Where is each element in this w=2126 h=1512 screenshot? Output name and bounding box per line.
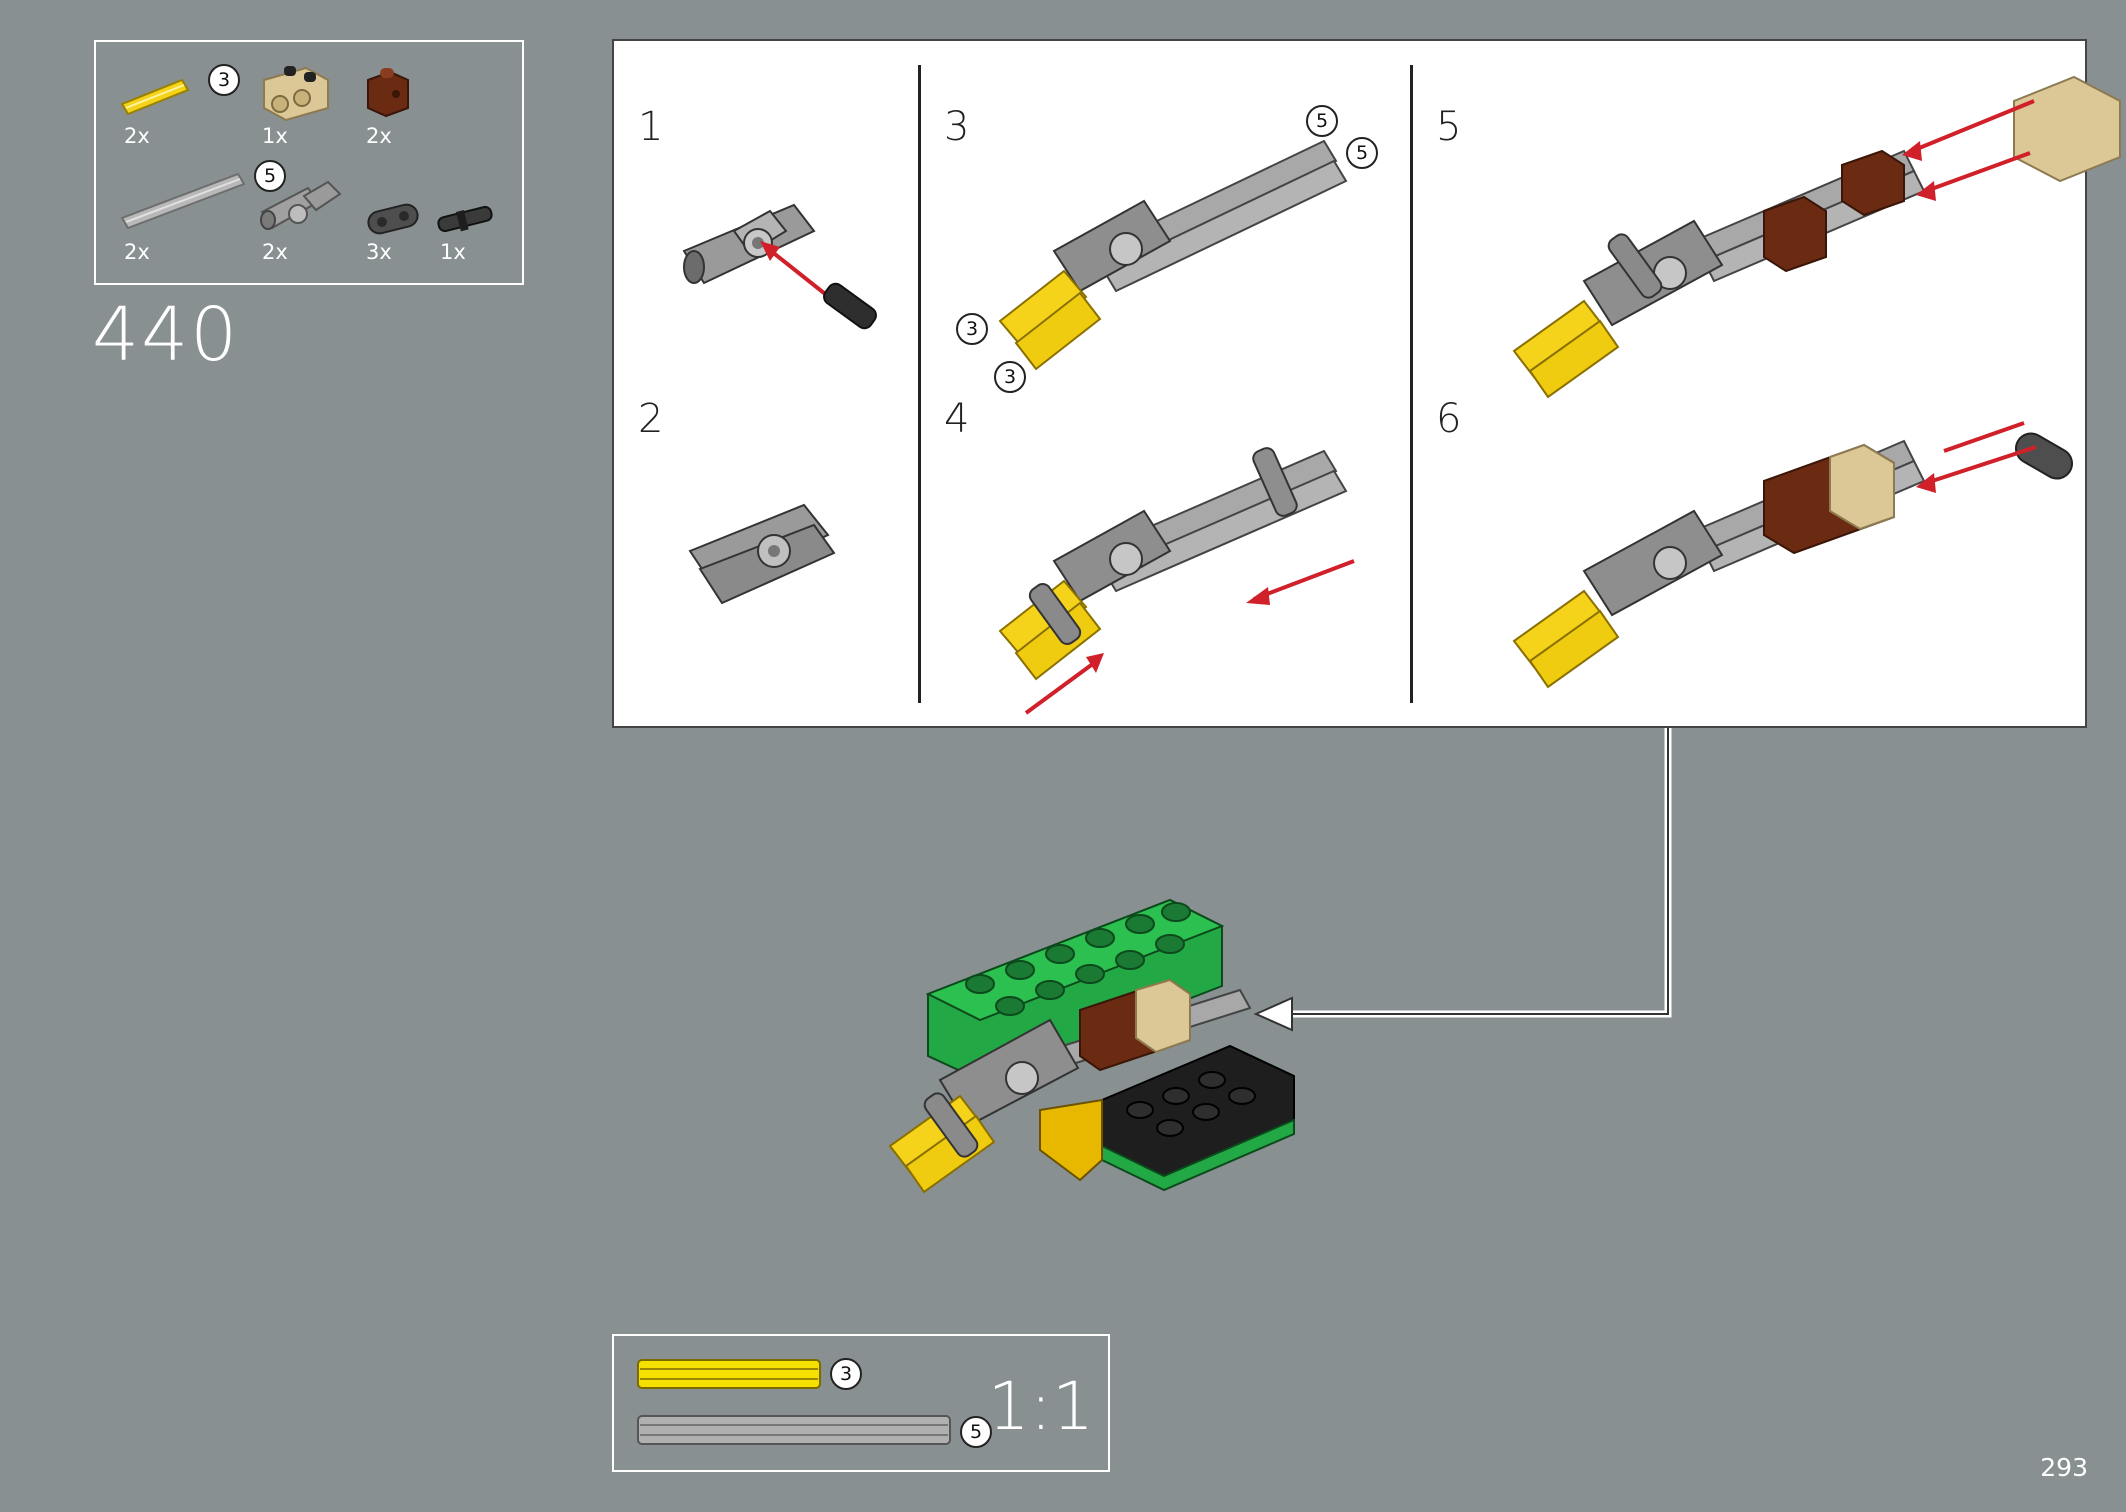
sub-step-2-illustration: [688, 503, 836, 605]
sub-step-1-illustration: [682, 203, 877, 330]
grey-axle-5-scale-icon: [637, 1415, 951, 1445]
brown-brick-icon: [367, 68, 409, 118]
sub-step-4-illustration: [998, 447, 1355, 715]
grey-axle-5-icon: [120, 172, 246, 230]
scale-ratio-label: 1:1: [987, 1368, 1094, 1445]
sub-step-label: 1: [638, 104, 664, 150]
scale-guide-box: 3 5 1:1: [612, 1334, 1110, 1472]
axle-connector-icon: [260, 180, 342, 230]
step-number: 440: [92, 292, 240, 378]
pin-icon: [437, 205, 493, 233]
quantity-label: 2x: [124, 240, 150, 264]
length-callout: 3: [994, 361, 1026, 393]
quantity-label: 2x: [262, 240, 288, 264]
sub-step-label: 2: [638, 396, 664, 442]
sub-step-label: 4: [944, 396, 970, 442]
quantity-label: 2x: [124, 124, 150, 148]
main-model-illustration: [888, 898, 1295, 1194]
sub-step-3-illustration: [998, 139, 1348, 371]
dark-beam-icon: [367, 203, 419, 235]
length-callout: 5: [254, 160, 286, 192]
length-callout: 3: [956, 313, 988, 345]
tan-beam-icon: [263, 66, 329, 122]
sub-assembly-panel: 1 2 3 4 5 6 5 5 3 3: [612, 39, 2121, 728]
length-callout: 3: [208, 64, 240, 96]
length-callout: 5: [1346, 137, 1378, 169]
sub-step-5-illustration: [1512, 75, 2121, 399]
column-divider: [918, 65, 921, 703]
length-callout: 5: [960, 1416, 992, 1448]
quantity-label: 1x: [440, 240, 466, 264]
sub-step-label: 3: [944, 104, 970, 150]
quantity-label: 1x: [262, 124, 288, 148]
page-number: 293: [2040, 1453, 2088, 1482]
parts-list-box: 3 2x 1x 2x 5 2x 2x 3x 1x: [94, 40, 524, 285]
length-callout: 3: [830, 1358, 862, 1390]
sub-step-6-illustration: [1512, 421, 2073, 689]
yellow-axle-3-scale-icon: [637, 1359, 821, 1389]
length-callout: 5: [1306, 105, 1338, 137]
quantity-label: 3x: [366, 240, 392, 264]
sub-step-label: 5: [1436, 104, 1462, 150]
column-divider: [1410, 65, 1413, 703]
sub-step-label: 6: [1436, 396, 1462, 442]
yellow-axle-3-icon: [120, 78, 190, 116]
quantity-label: 2x: [366, 124, 392, 148]
